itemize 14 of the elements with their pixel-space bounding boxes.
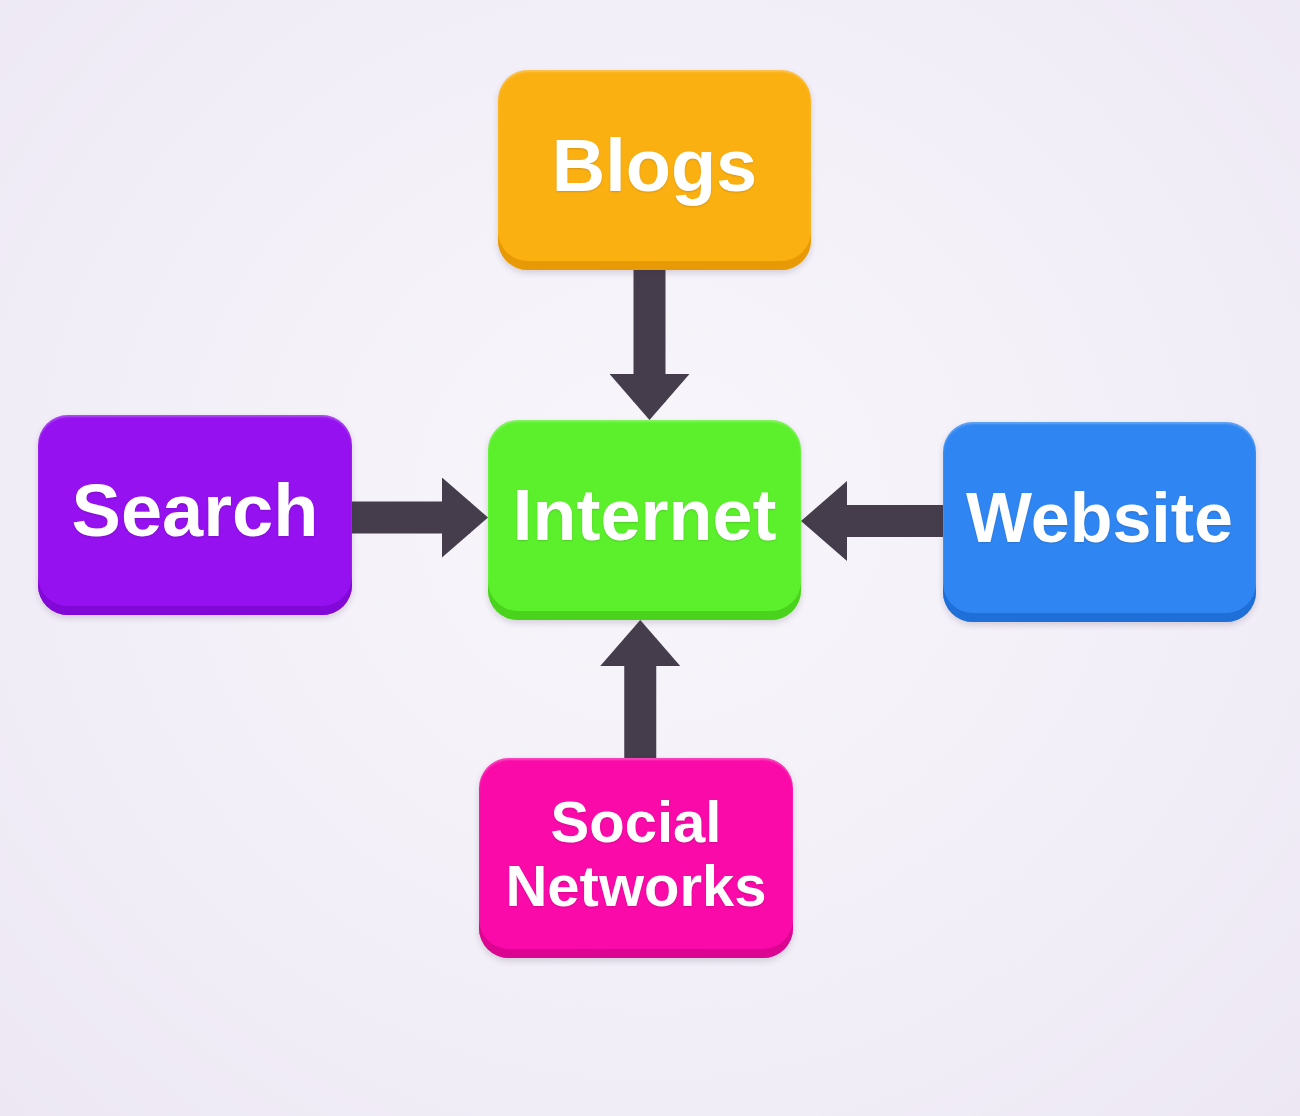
node-label: Website bbox=[965, 479, 1234, 557]
arrow bbox=[352, 477, 488, 558]
node-label: Internet bbox=[512, 476, 777, 556]
node-label: Social Networks bbox=[504, 790, 768, 918]
rounded-box bbox=[943, 422, 1256, 622]
arrow bbox=[600, 620, 681, 758]
arrow bbox=[609, 270, 690, 420]
rounded-box bbox=[488, 420, 801, 620]
rounded-box bbox=[498, 70, 811, 270]
node-label: Blogs bbox=[551, 125, 758, 207]
rounded-box bbox=[38, 415, 352, 615]
arrow bbox=[801, 481, 943, 561]
rounded-box bbox=[479, 758, 793, 958]
node-label: Search bbox=[71, 470, 319, 552]
